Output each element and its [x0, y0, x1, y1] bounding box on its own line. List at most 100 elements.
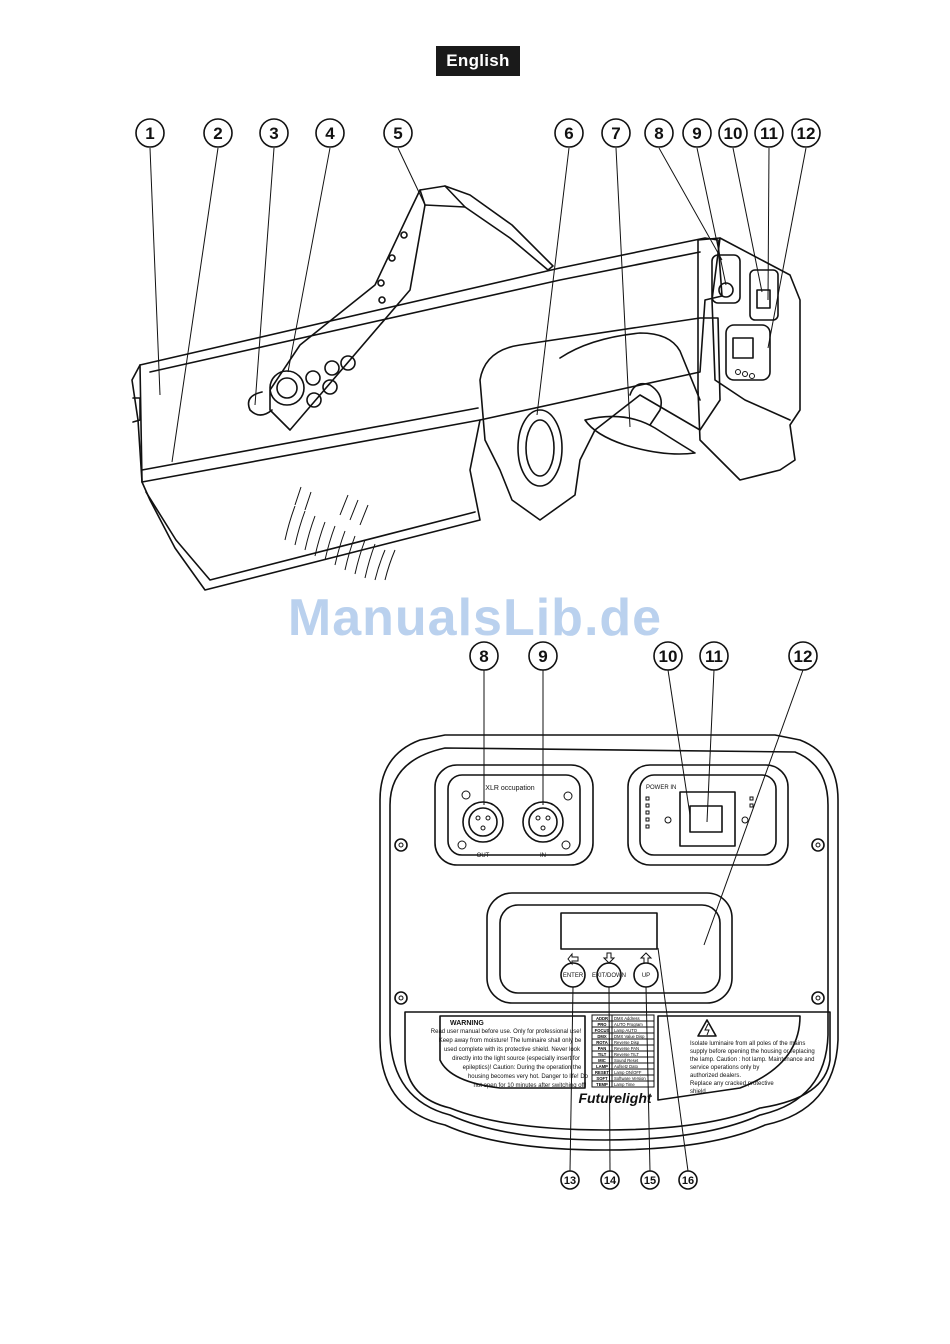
- brand-logo: Futurelight: [578, 1090, 652, 1106]
- callout-9: 9: [682, 118, 712, 148]
- menu-item: AUTO Program: [614, 1022, 643, 1027]
- menu-item: Reverse Disp: [614, 1040, 640, 1045]
- svg-text:shield.: shield.: [690, 1089, 708, 1095]
- watermark: ManualsLib.de: [287, 589, 663, 647]
- callout-11-rear: 11: [699, 641, 729, 671]
- callout-15: 15: [640, 1170, 660, 1190]
- svg-text:authorized dealers.: authorized dealers.: [690, 1073, 741, 1079]
- callout-9-rear: 9: [528, 641, 558, 671]
- svg-text:used complete with its protect: used complete with its protective shield…: [444, 1047, 581, 1053]
- svg-text:EXIT/DOWN: EXIT/DOWN: [592, 973, 626, 979]
- top-callouts: 1 2 3 4 5 6 7 8 9 10 11 12: [135, 118, 821, 148]
- menu-code: LAMP: [596, 1064, 608, 1069]
- svg-text:9: 9: [538, 647, 547, 666]
- callout-2: 2: [203, 118, 233, 148]
- callout-10-rear: 10: [653, 641, 683, 671]
- rear-callouts: 8 9 10 11 12 13 14 15 16: [469, 641, 818, 1190]
- enter-button: ENTER: [560, 952, 586, 988]
- svg-text:8: 8: [654, 124, 663, 143]
- exit-down-button: EXIT/DOWN: [592, 952, 626, 988]
- svg-text:8: 8: [479, 647, 488, 666]
- svg-text:9: 9: [692, 124, 701, 143]
- callout-10: 10: [718, 118, 748, 148]
- svg-text:7: 7: [611, 124, 620, 143]
- svg-text:15: 15: [644, 1175, 656, 1187]
- menu-code: ADDR: [596, 1016, 608, 1021]
- menu-code: SOFT: [596, 1076, 608, 1081]
- menu-code: RESET: [595, 1070, 609, 1075]
- menu-item: Lamp ON/OFF: [614, 1070, 642, 1075]
- menu-item: Sound Reset: [614, 1058, 639, 1063]
- rear-callout-leaders: [483, 669, 804, 1172]
- svg-text:ENTER: ENTER: [563, 973, 584, 979]
- svg-text:1: 1: [145, 124, 154, 143]
- menu-code: PAN: [598, 1046, 607, 1051]
- menu-item: DMX Address: [614, 1016, 640, 1021]
- caution-text: Isolate luminaire from all poles of the …: [690, 1041, 815, 1095]
- svg-text:13: 13: [564, 1175, 576, 1187]
- svg-text:3: 3: [269, 124, 278, 143]
- rear-panel-view: XLR occupation OUT IN POWER IN E: [379, 734, 839, 1151]
- warning-title: WARNING: [450, 1020, 484, 1027]
- xlr-title: XLR occupation: [485, 785, 535, 792]
- up-button: UP: [633, 952, 659, 988]
- svg-text:6: 6: [564, 124, 573, 143]
- menu-code: TILT: [598, 1052, 607, 1057]
- svg-text:the lamp. Caution : hot lamp.: the lamp. Caution : hot lamp. Maintenanc…: [690, 1057, 814, 1063]
- svg-text:Keep away from moisture! The l: Keep away from moisture! The luminaire s…: [439, 1038, 582, 1044]
- menu-item: Reverse TILT: [614, 1052, 639, 1057]
- in-label: IN: [540, 853, 546, 859]
- callout-3: 3: [259, 118, 289, 148]
- power-label: POWER IN: [646, 785, 676, 791]
- callout-12-rear: 12: [788, 641, 818, 671]
- menu-code: MIC: [598, 1058, 606, 1063]
- callout-6: 6: [554, 118, 584, 148]
- svg-text:2: 2: [213, 124, 222, 143]
- svg-text:UP: UP: [642, 973, 650, 979]
- svg-text:Replace any cracked protective: Replace any cracked protective: [690, 1081, 774, 1087]
- menu-code: ROTA: [596, 1040, 608, 1045]
- menu-code: PRO: [597, 1022, 607, 1027]
- svg-text:14: 14: [604, 1175, 617, 1187]
- menu-code: DMX: [597, 1034, 607, 1039]
- warning-text: Read user manual before use. Only for pr…: [431, 1029, 589, 1089]
- language-badge: English: [436, 46, 520, 76]
- svg-text:12: 12: [794, 647, 813, 666]
- menu-code: FOCUS: [595, 1028, 610, 1033]
- menu-item: Aufsetz Dato: [614, 1064, 639, 1069]
- menu-item: Reverse PAN: [614, 1046, 639, 1051]
- out-label: OUT: [477, 853, 490, 859]
- svg-text:11: 11: [705, 647, 723, 666]
- menu-item: DMX Value Disp: [614, 1034, 645, 1039]
- callout-8: 8: [644, 118, 674, 148]
- svg-text:4: 4: [325, 124, 335, 143]
- callout-8-rear: 8: [469, 641, 499, 671]
- svg-text:5: 5: [393, 124, 402, 143]
- callout-7: 7: [601, 118, 631, 148]
- svg-text:directly into the light source: directly into the light source (especial…: [452, 1056, 580, 1062]
- menu-item: Lamp Time: [614, 1082, 635, 1087]
- svg-text:supply before opening the hous: supply before opening the housing or rep…: [690, 1049, 815, 1055]
- menu-item: Lamp AUTO: [614, 1028, 638, 1033]
- svg-text:10: 10: [659, 647, 678, 666]
- svg-text:not open for 10 minutes after: not open for 10 minutes after switching …: [474, 1083, 587, 1089]
- callout-13: 13: [560, 1170, 580, 1190]
- callout-16: 16: [678, 1170, 698, 1190]
- svg-text:housing becomes very hot. Dang: housing becomes very hot. Danger to life…: [468, 1074, 589, 1080]
- svg-text:12: 12: [797, 124, 816, 143]
- callout-5: 5: [383, 118, 413, 148]
- scanner-side-view: [131, 185, 801, 591]
- top-callout-leaders: [149, 147, 807, 463]
- svg-text:11: 11: [760, 124, 778, 143]
- svg-text:epileptics)! Caution: During t: epileptics)! Caution: During the operati…: [463, 1065, 582, 1071]
- callout-14: 14: [600, 1170, 620, 1190]
- callout-1: 1: [135, 118, 165, 148]
- callout-12: 12: [791, 118, 821, 148]
- svg-text:Isolate luminaire from all pol: Isolate luminaire from all poles of the …: [690, 1041, 805, 1047]
- callout-11: 11: [754, 118, 784, 148]
- menu-item: Software Version: [614, 1076, 646, 1081]
- svg-text:10: 10: [724, 124, 743, 143]
- svg-text:Read user manual before use. O: Read user manual before use. Only for pr…: [431, 1029, 582, 1035]
